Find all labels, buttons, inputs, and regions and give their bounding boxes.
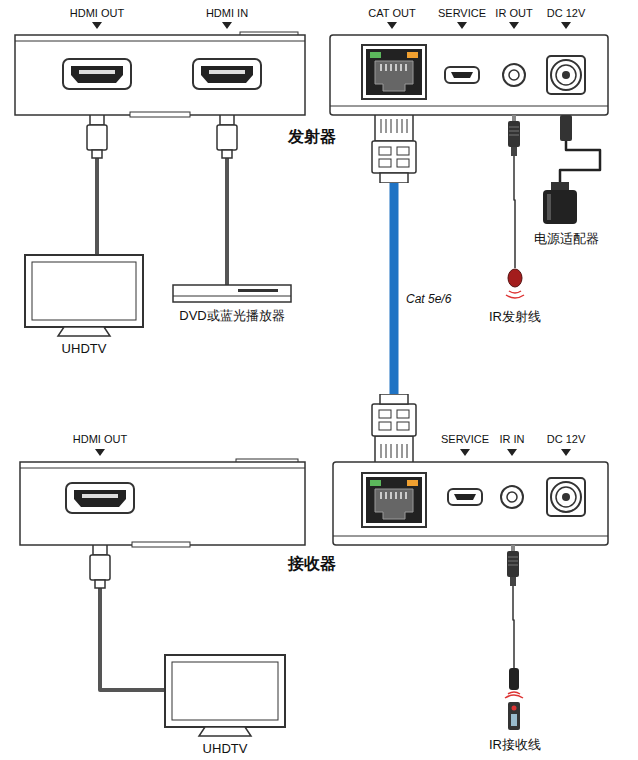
drawing-part: [505, 692, 523, 698]
drawing-part: [90, 545, 110, 588]
device-name: 接收器: [288, 555, 336, 573]
drawing-part: [445, 67, 479, 83]
drawing-part: [506, 291, 524, 298]
drawing-part: [508, 115, 520, 156]
drawing-part: [543, 190, 577, 224]
drawing-part: [173, 296, 291, 297]
receiver-front: HDMI OUT: [20, 462, 305, 545]
dvd-player: [173, 285, 291, 302]
uhdtv-top: [25, 255, 143, 336]
drawing-part: [199, 727, 251, 736]
ir-emitter: [506, 269, 524, 298]
drawing-part: [547, 478, 585, 516]
port-label: 电源适配器: [534, 232, 599, 247]
transmitter-front-panel: [15, 32, 305, 117]
port-label: IR IN: [499, 433, 524, 446]
cable-plugs: [87, 115, 572, 588]
ir-emitter: IR发射线: [505, 268, 525, 302]
ir-receiver: [505, 668, 523, 730]
port-label: IR OUT: [495, 7, 532, 20]
receiver-front-panel: [20, 459, 305, 547]
uhdtv-bottom: [165, 655, 285, 736]
drawing-part: [58, 327, 110, 336]
uhdtv: UHDTV: [165, 655, 285, 737]
drawing-part: [372, 394, 416, 462]
drawing-part: [20, 468, 305, 469]
ir-receiver: IR接收线: [505, 668, 525, 732]
port-label: DC 12V: [547, 7, 586, 20]
drawing-part: [20, 462, 305, 545]
drawing-part: [172, 662, 278, 720]
power-adapter: [543, 182, 577, 224]
drawing-part: [15, 41, 305, 42]
drawing-part: [560, 115, 572, 141]
drawing-part: [15, 35, 305, 115]
drawing-part: [507, 492, 517, 502]
drawing-part: [508, 269, 522, 287]
drawing-part: [130, 112, 190, 117]
drawing-part: [66, 483, 134, 513]
drawing-part: [63, 59, 131, 89]
drawing-part: [372, 115, 416, 183]
receiver-rear: SERVICEIR INDC 12V接收器: [333, 462, 608, 545]
drawing-part: [507, 545, 519, 586]
device-name: 发射器: [288, 128, 336, 146]
drawing-part: [512, 706, 517, 711]
drawing-part: [508, 702, 520, 730]
drawing-part: [501, 486, 523, 508]
drawing-part: [503, 64, 525, 86]
drawing-part: [87, 115, 107, 158]
drawing-part: [509, 668, 519, 690]
transmitter-front: HDMI OUTHDMI IN: [15, 35, 305, 115]
dvd-player: DVD或蓝光播放器: [173, 285, 291, 302]
drawing-part: [547, 56, 585, 94]
uhdtv: UHDTV: [25, 255, 143, 337]
drawing-part: [238, 289, 278, 292]
port-label: SERVICE: [441, 433, 489, 446]
port-label: HDMI OUT: [70, 7, 124, 20]
port-label: HDMI IN: [206, 7, 248, 20]
drawing-part: [32, 262, 136, 320]
port-label: DVD或蓝光播放器: [179, 309, 284, 324]
drawing-part: [92, 22, 571, 29]
drawing-part: [330, 106, 608, 107]
drawing-part: [362, 473, 426, 527]
drawing-part: [551, 182, 569, 190]
drawing-part: [217, 115, 237, 158]
port-label: IR发射线: [489, 310, 541, 325]
drawing-part: [132, 542, 190, 547]
cable-label: Cat 5e/6: [404, 292, 453, 306]
drawing-part: [509, 70, 519, 80]
cable: [560, 115, 600, 182]
drawing-part: [448, 489, 482, 505]
drawing-part: [547, 194, 551, 220]
receiver-rear-panel: [333, 462, 608, 545]
power-adapter: 电源适配器: [543, 182, 577, 224]
drawing-part: [372, 394, 416, 462]
port-label: CAT OUT: [368, 7, 415, 20]
drawing-part: [333, 462, 608, 545]
port-label: DC 12V: [547, 433, 586, 446]
port-label: UHDTV: [62, 342, 107, 357]
drawing-part: [362, 45, 426, 99]
transmitter-rear-panel: [330, 35, 608, 115]
drawing-part: [333, 536, 608, 537]
port-label: HDMI OUT: [73, 433, 127, 446]
port-label: UHDTV: [203, 742, 248, 757]
drawing-part: [511, 714, 517, 726]
drawing-part: [193, 59, 261, 89]
port-label: IR接收线: [489, 738, 541, 753]
transmitter-rear: CAT OUTSERVICEIR OUTDC 12V发射器: [330, 35, 608, 115]
drawing-part: [173, 285, 291, 302]
drawing-part: [165, 655, 285, 727]
port-label: SERVICE: [438, 7, 486, 20]
drawing-part: [95, 449, 571, 456]
drawing-part: [25, 255, 143, 327]
drawing-part: [330, 35, 608, 115]
